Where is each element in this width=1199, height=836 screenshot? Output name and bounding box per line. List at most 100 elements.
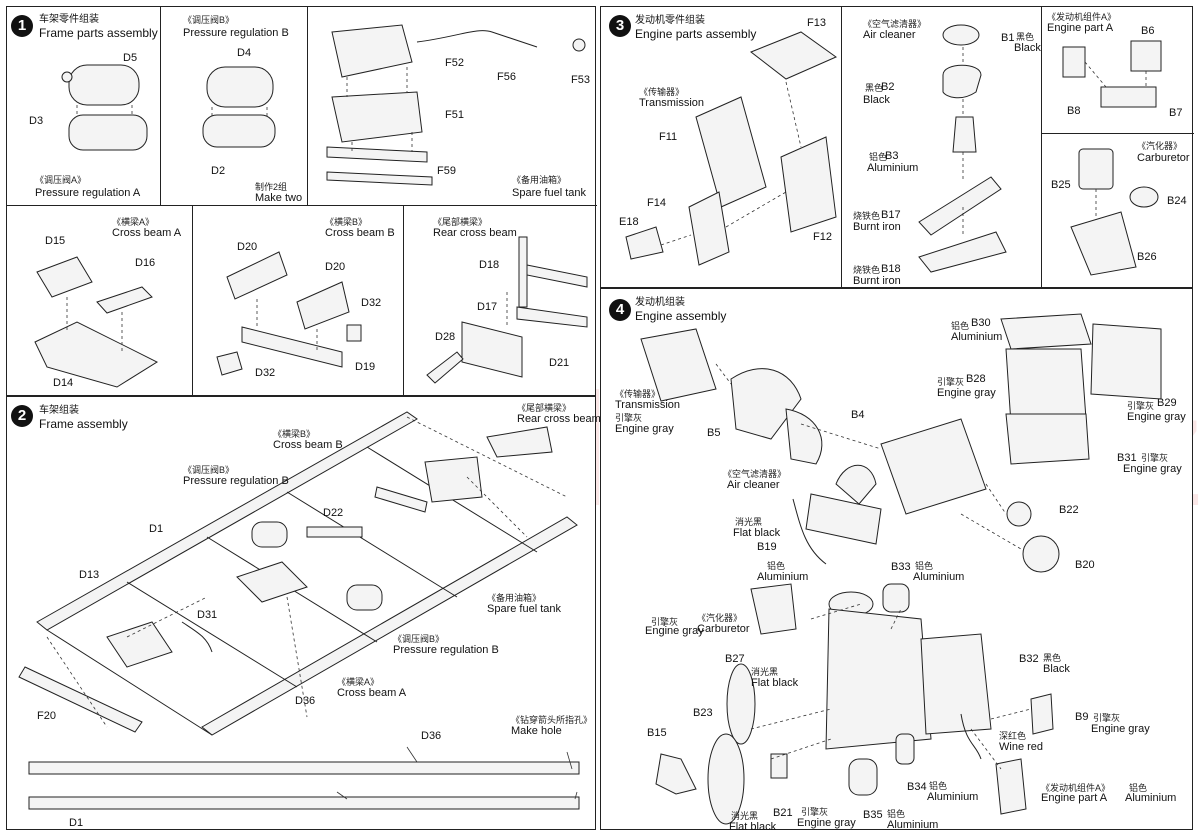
color-cn: 铝色 [951, 321, 970, 331]
part-label: B3 [885, 150, 899, 162]
step1-title-cn: 车架零件组装 [39, 14, 99, 25]
part-label: B20 [1075, 559, 1095, 571]
part-label: B21 [773, 807, 793, 819]
part-label: F53 [571, 74, 590, 86]
part-label: B15 [647, 727, 667, 739]
part-label: B4 [851, 409, 865, 421]
color-en: Aluminium [951, 331, 1003, 343]
step1-panel: 1 车架零件组装 Frame parts assembly [6, 6, 597, 397]
cross-b-en: Cross beam B [325, 227, 395, 239]
part-label: B28 [966, 373, 986, 385]
callout-cn: 《横梁B》 [273, 429, 316, 439]
part-label: D18 [479, 259, 500, 271]
color-en: Black [1014, 42, 1041, 54]
part-label: D21 [549, 357, 570, 369]
color-cn: 引擎灰 [1093, 713, 1121, 723]
part-label: B9 [1075, 711, 1089, 723]
air-cleaner-en: Air cleaner [863, 29, 916, 41]
callout-cn: 《汽化器》 [697, 613, 743, 623]
step4-badge: 4 [609, 299, 631, 321]
step3-drawings [625, 24, 1162, 276]
transmission-cn: 《传输器》 [639, 87, 685, 97]
callout-en: Pressure regulation B [183, 475, 289, 487]
step2-badge: 2 [11, 405, 33, 427]
part-label: B18 [881, 263, 901, 275]
frame-assembly-drawing [18, 411, 580, 810]
part-label: D19 [355, 361, 376, 373]
color-en: Flat black [751, 677, 799, 689]
part-label: B17 [881, 209, 901, 221]
part-label: B34 [907, 781, 927, 793]
step2-title-cn: 车架组装 [39, 405, 79, 416]
part-label: B23 [693, 707, 713, 719]
part-label: B22 [1059, 504, 1079, 516]
part-label: B7 [1169, 107, 1183, 119]
color-cn: 黑色 [1016, 32, 1035, 42]
divider [160, 7, 161, 205]
fuel-tank-drawing [326, 24, 586, 186]
step3-title-en: Engine parts assembly [635, 27, 757, 41]
part-label: F11 [659, 131, 678, 143]
part-label: B26 [1137, 251, 1157, 263]
part-label: D1 [149, 523, 164, 535]
pressure-regulator-a-drawing [61, 64, 148, 151]
pressure-b-note-en: Make two [255, 192, 303, 204]
color-cn: 铝色 [915, 561, 934, 571]
rear-cross-beam-drawing [426, 236, 588, 384]
engine-a-en: Engine part A [1047, 22, 1114, 34]
color-en: Aluminium [927, 791, 979, 803]
color-cn: 引擎灰 [937, 377, 965, 387]
callout-en: Engine gray [615, 423, 674, 435]
step1-badge: 1 [11, 15, 33, 37]
callout-en: Cross beam A [337, 687, 407, 699]
step3-panel: 3 发动机零件组装 Engine parts assembly F13 《传输器… [600, 6, 1194, 289]
part-label: D22 [323, 507, 344, 519]
divider [192, 205, 193, 397]
step4-panel: 4 发动机组装 Engine assembly [600, 288, 1193, 833]
color-en: Engine gray [937, 387, 996, 399]
part-label: F52 [445, 57, 464, 69]
callout-en: Air cleaner [727, 479, 780, 491]
callout-cn: 《钻穿箭头所指孔》 [511, 715, 593, 725]
callout-cn: 《横梁A》 [337, 677, 380, 687]
color-cn: 铝色 [929, 781, 948, 791]
part-label: B32 [1019, 653, 1039, 665]
callout-cn: 《备用油箱》 [487, 593, 542, 603]
part-label: D20 [237, 241, 258, 253]
fuel-tank-cn: 《备用油箱》 [512, 175, 567, 185]
part-label: F20 [37, 710, 56, 722]
part-label: D2 [211, 165, 226, 177]
cross-beam-b-drawing [216, 251, 362, 376]
part-label: D5 [123, 52, 138, 64]
part-label: B5 [707, 427, 721, 439]
step3-title-cn: 发动机零件组装 [635, 15, 705, 26]
callout-en: Aluminium [1125, 792, 1177, 804]
step3-badge: 3 [609, 15, 631, 37]
step1-title-en: Frame parts assembly [39, 26, 158, 40]
color-cn: 铝色 [767, 561, 786, 571]
color-en: Engine gray [1127, 411, 1186, 423]
transmission-en: Transmission [639, 97, 704, 109]
callout-en: Engine part A [1041, 792, 1108, 804]
part-label: F51 [445, 109, 464, 121]
part-label: D20 [325, 261, 346, 273]
part-label: D1 [69, 817, 84, 829]
part-label: B24 [1167, 195, 1187, 207]
color-cn: 消光黑 [731, 811, 759, 821]
callout-cn: 《发动机组件A》 [1041, 783, 1111, 793]
callout-en: Make hole [511, 725, 562, 737]
pressure-regulator-b-drawing [202, 66, 276, 148]
part-label: B29 [1157, 397, 1177, 409]
callout-en: Rear cross beam [517, 413, 601, 425]
color-en: Engine gray [797, 817, 856, 829]
air-cleaner-cn: 《空气滤清器》 [863, 19, 927, 29]
part-label: B8 [1067, 105, 1081, 117]
color-cn: 引擎灰 [1141, 453, 1169, 463]
callout-cn: 《传输器》 [615, 389, 661, 399]
color-cn: 黑色 [1043, 653, 1062, 663]
callout-en: Spare fuel tank [487, 603, 561, 615]
callout-cn: 引擎灰 [651, 617, 679, 627]
part-label: E18 [619, 216, 639, 228]
color-cn: 铝色 [869, 152, 888, 162]
color-cn: 烧铁色 [853, 211, 881, 221]
